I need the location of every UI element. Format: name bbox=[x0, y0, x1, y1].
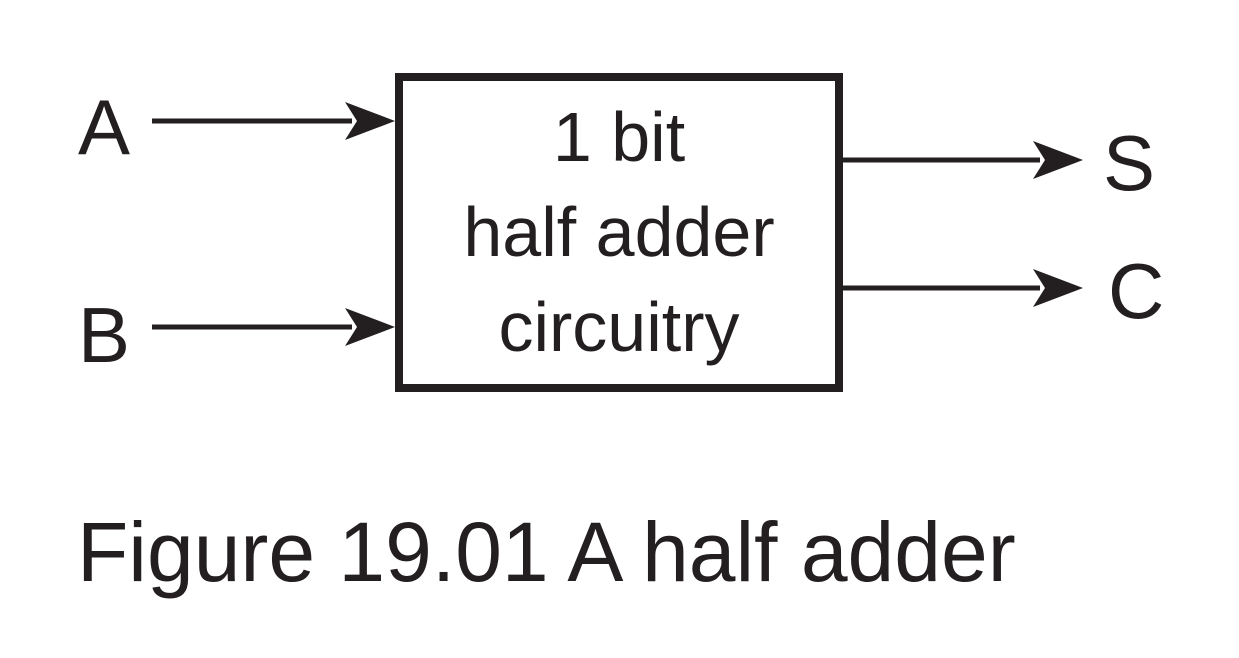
output-c-arrowhead bbox=[1033, 269, 1083, 307]
output-s-arrowhead bbox=[1033, 141, 1083, 179]
output-s-arrow bbox=[840, 141, 1083, 179]
input-a-arrowhead bbox=[345, 102, 395, 140]
box-text-line-2: half adder bbox=[463, 193, 775, 271]
input-b-arrowhead bbox=[345, 308, 395, 346]
input-a-arrow bbox=[152, 102, 395, 140]
figure-caption: Figure 19.01 A half adder bbox=[77, 505, 1016, 599]
box-text-line-1: 1 bit bbox=[552, 98, 686, 176]
output-label-s: S bbox=[1103, 119, 1156, 207]
input-b-arrow bbox=[152, 308, 395, 346]
half-adder-box: 1 bit half adder circuitry bbox=[395, 73, 843, 392]
output-c-arrow bbox=[840, 269, 1083, 307]
output-label-c: C bbox=[1108, 247, 1165, 335]
box-text-line-3: circuitry bbox=[498, 288, 740, 366]
input-label-a: A bbox=[78, 83, 131, 171]
input-label-b: B bbox=[78, 291, 131, 379]
